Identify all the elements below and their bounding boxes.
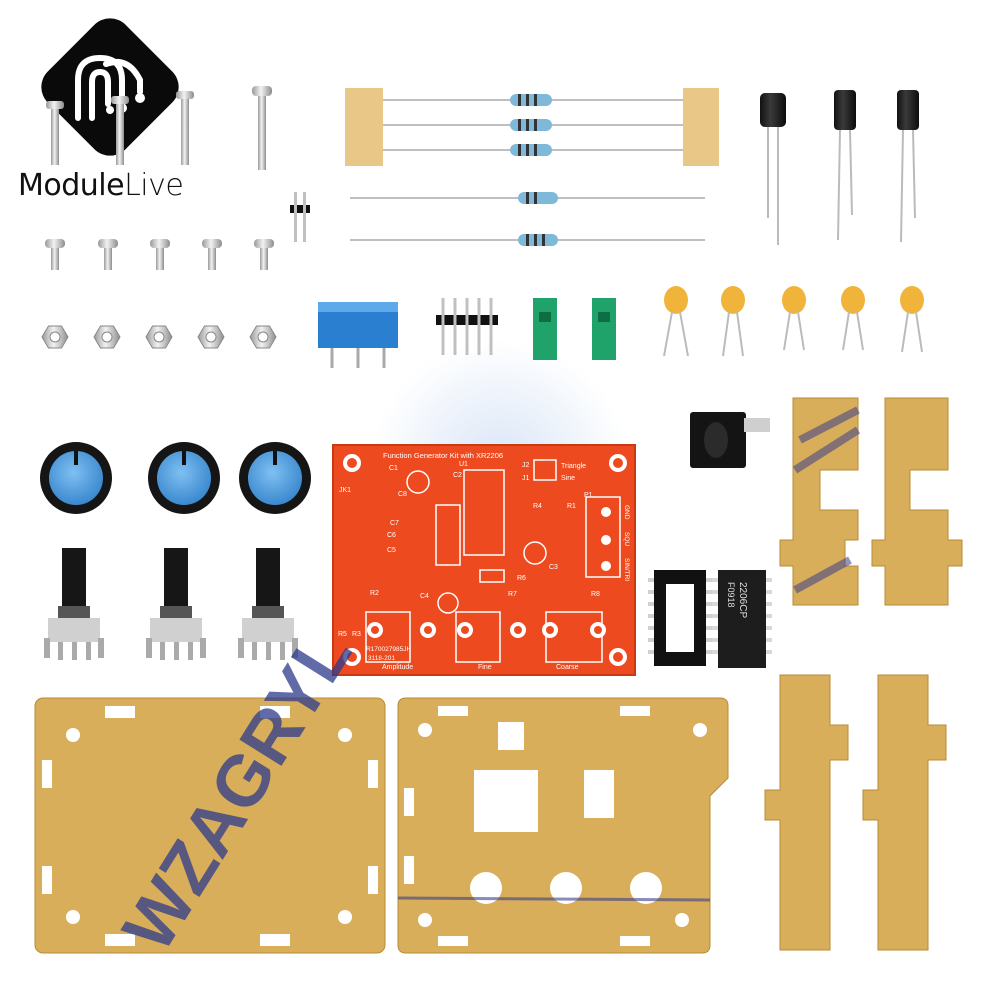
pcb-label-p1: P1 <box>584 492 593 499</box>
pcb-label-u1: U1 <box>459 461 468 468</box>
pin-header-2 <box>290 192 310 242</box>
pcb-label-r5: R5 <box>338 631 347 638</box>
chip-part-number: 2206CP <box>737 582 748 618</box>
pcb-date-code: 3118-201 <box>368 655 395 662</box>
pcb-label-c2: C2 <box>453 472 462 479</box>
acrylic-side-upper-left <box>779 397 861 606</box>
pcb-label-r2: R2 <box>370 590 379 597</box>
pcb-label-c4: C4 <box>420 593 429 600</box>
pcb-label-j1: J1 <box>522 475 530 482</box>
pcb-label-j2: J2 <box>522 462 530 469</box>
pcb-label-c6: C6 <box>387 532 396 539</box>
short-screws <box>45 239 274 270</box>
electrolytic-capacitors <box>760 90 919 245</box>
pcb-label-c8: C8 <box>398 491 407 498</box>
dc-power-jack <box>690 412 770 468</box>
hex-nuts <box>41 325 277 349</box>
pcb-output-sintri: SIN/TRI <box>623 558 630 581</box>
brand-logo <box>41 18 179 156</box>
pcb-wave-label-sine: Sine <box>561 475 575 482</box>
pcb-label-c3: C3 <box>549 564 558 571</box>
pcb-serial: R170027985JH <box>366 646 411 653</box>
xr2206-chip: 2206CP F0918 <box>712 570 772 668</box>
ceramic-capacitors <box>663 286 924 357</box>
pcb-label-r8: R8 <box>591 591 600 598</box>
potentiometers <box>44 548 298 660</box>
green-jumpers <box>533 298 616 360</box>
pcb-label-fine: Fine <box>478 664 492 671</box>
ic-socket <box>648 570 712 666</box>
knob-caps <box>40 442 311 514</box>
pcb-label-r4: R4 <box>533 503 542 510</box>
pcb-label-coarse: Coarse <box>556 664 579 671</box>
pcb-output-squ: SQU <box>623 532 630 546</box>
blue-trimmer-pot <box>318 302 398 368</box>
chip-lot-code: F0918 <box>726 582 736 608</box>
acrylic-side-lower-right <box>862 674 947 951</box>
pcb-label-r1: R1 <box>567 503 576 510</box>
long-screws <box>46 86 272 170</box>
acrylic-bottom-plate: WZAGRYL <box>34 616 386 965</box>
pcb-wave-label-triangle: Triangle <box>561 463 586 470</box>
pcb-title: Function Generator Kit with XR2206 <box>383 451 503 460</box>
pcb-label-c1: C1 <box>389 465 398 472</box>
pcb-label-r7: R7 <box>508 591 517 598</box>
brand-wordmark: ModuleLive <box>18 168 184 203</box>
pcb-label-amplitude: Amplitude <box>382 664 413 671</box>
acrylic-top-plate <box>397 697 729 954</box>
pin-header-5 <box>436 298 498 355</box>
resistor-strip <box>345 88 719 246</box>
pcb-board: Function Generator Kit with XR2206 Trian… <box>332 444 636 676</box>
pcb-label-r3: R3 <box>352 631 361 638</box>
brand-name-part2: Live <box>124 168 184 203</box>
pcb-label-jk1: JK1 <box>339 487 351 494</box>
acrylic-side-lower-left <box>764 674 849 951</box>
pcb-label-c5: C5 <box>387 547 396 554</box>
pcb-label-c7: C7 <box>390 520 399 527</box>
pcb-label-r6: R6 <box>517 575 526 582</box>
brand-name-part1: Module <box>18 168 125 203</box>
acrylic-side-upper-right <box>871 397 963 606</box>
pcb-output-gnd: GND <box>623 505 630 520</box>
